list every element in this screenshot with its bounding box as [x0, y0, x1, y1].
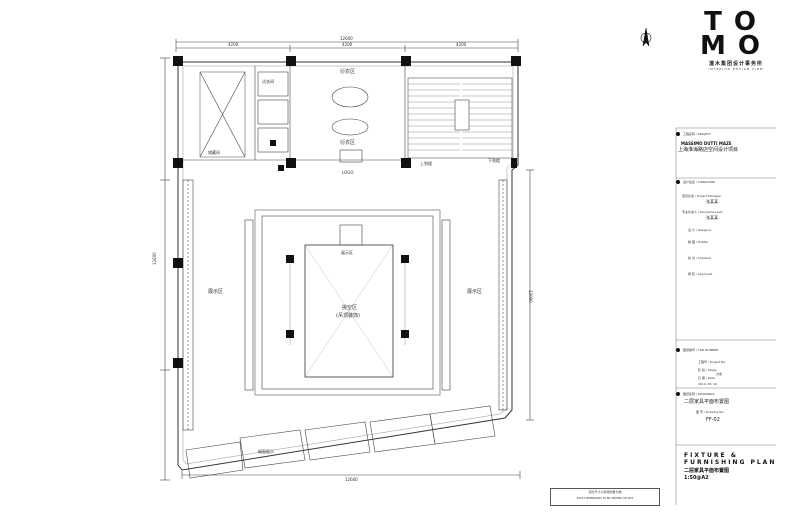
room-fitting-room: 试衣间 — [262, 79, 274, 84]
room-left-zone: 展示区 — [208, 289, 224, 295]
design-label: 设 计 / Designer — [688, 228, 712, 232]
stage-value: 方案 — [716, 372, 723, 376]
date-label: 日 期 / Date — [698, 376, 716, 380]
info-label: 图纸编号 / TILE NUMBER — [683, 348, 719, 352]
dim-bottom-total: 12600 — [345, 477, 358, 482]
sheet-title-line2: FURNISHING PLAN — [684, 459, 777, 466]
brand-name-cn: 潼木集团设计事务所 — [708, 61, 763, 67]
stage-label: 阶 段 / Stage — [698, 368, 717, 372]
sheet-title-line1: FIXTURE & — [684, 452, 738, 459]
pm-label: 项目负责 / Project Manager — [682, 194, 722, 198]
pm-name: 张某某 — [706, 199, 718, 204]
note-line1: 实际尺寸以现场测量为准 — [588, 490, 622, 494]
room-center-sub: (吊顶装饰) — [336, 313, 360, 319]
project-no-label: 工程号 / Project No. — [698, 360, 727, 364]
dim-top-left: 4200 — [228, 42, 239, 47]
logo-line1: TO — [704, 7, 768, 37]
check-label: 校 对 / Checked — [688, 256, 711, 260]
dim-left-total: 12600 — [152, 252, 157, 265]
dim-right-total: 12000 — [528, 290, 533, 303]
site-verify-note: 实际尺寸以现场测量为准 EXACT DIMENSIONS TO BE VERIF… — [550, 488, 660, 506]
dim-top-total: 12600 — [340, 36, 353, 41]
brand-name-en: INTERIOR DESIGN FIRM — [708, 67, 764, 71]
signature-label: 设计签名 / SIGNATURE — [683, 180, 716, 184]
drawing-label: 图纸名称 / DRAWINGS — [683, 392, 715, 396]
lead-name: 张某某 — [706, 215, 718, 220]
note-line2: EXACT DIMENSIONS TO BE VERIFIED ON SITE — [576, 497, 634, 500]
drawing-name: 二层家具平面布置图 — [684, 399, 730, 405]
room-center-zone: 挑空区 — [342, 305, 358, 311]
drawing-no-label: 图 号 / Drawing No. — [696, 410, 725, 414]
dim-top-right: 4200 — [456, 42, 467, 47]
approve-label: 审 核 / Approved — [688, 272, 713, 276]
dim-top-mid: 4200 — [342, 42, 353, 47]
room-down-stair: 下到楼 — [488, 158, 500, 163]
room-storage: 储藏间 — [208, 150, 220, 155]
project-name-cn: 上海淮海路店空间设计项目 — [678, 147, 739, 153]
sheet-title-cn: 二层家具平面布置图 — [684, 468, 730, 474]
room-display-window: 橱窗展示 — [258, 449, 274, 454]
room-fitting-top: 衍衣区 — [340, 69, 356, 75]
lead-label: 专业负责人 / Discipline Lead — [682, 210, 723, 214]
brand-logo: TO MO 潼木集团设计事务所 INTERIOR DESIGN FIRM — [696, 7, 776, 71]
north-arrow-icon — [640, 27, 652, 47]
drawing-no: FF-02 — [706, 417, 720, 423]
room-up-stair: 上到楼 — [420, 161, 432, 166]
room-right-zone: 展示区 — [467, 289, 483, 295]
sheet-title: FIXTURE & FURNISHING PLAN 二层家具平面布置图 1:50… — [684, 452, 776, 482]
draft-label: 制 图 / Drafter — [688, 240, 709, 244]
room-fitting-mid: 衍衣区 — [340, 140, 356, 146]
sheet-scale: 1:50@A2 — [684, 475, 709, 481]
project-label: 工程名称 / PROJECT — [683, 132, 711, 136]
room-top-center-zone: 展示区 — [341, 250, 353, 255]
room-logo: LOGO — [342, 170, 354, 175]
logo-line2: MO — [700, 31, 772, 61]
date-value: 2019. 05. 10 — [698, 382, 718, 386]
project-name-en: MASSIMO DUTTI MAZE — [681, 141, 732, 146]
